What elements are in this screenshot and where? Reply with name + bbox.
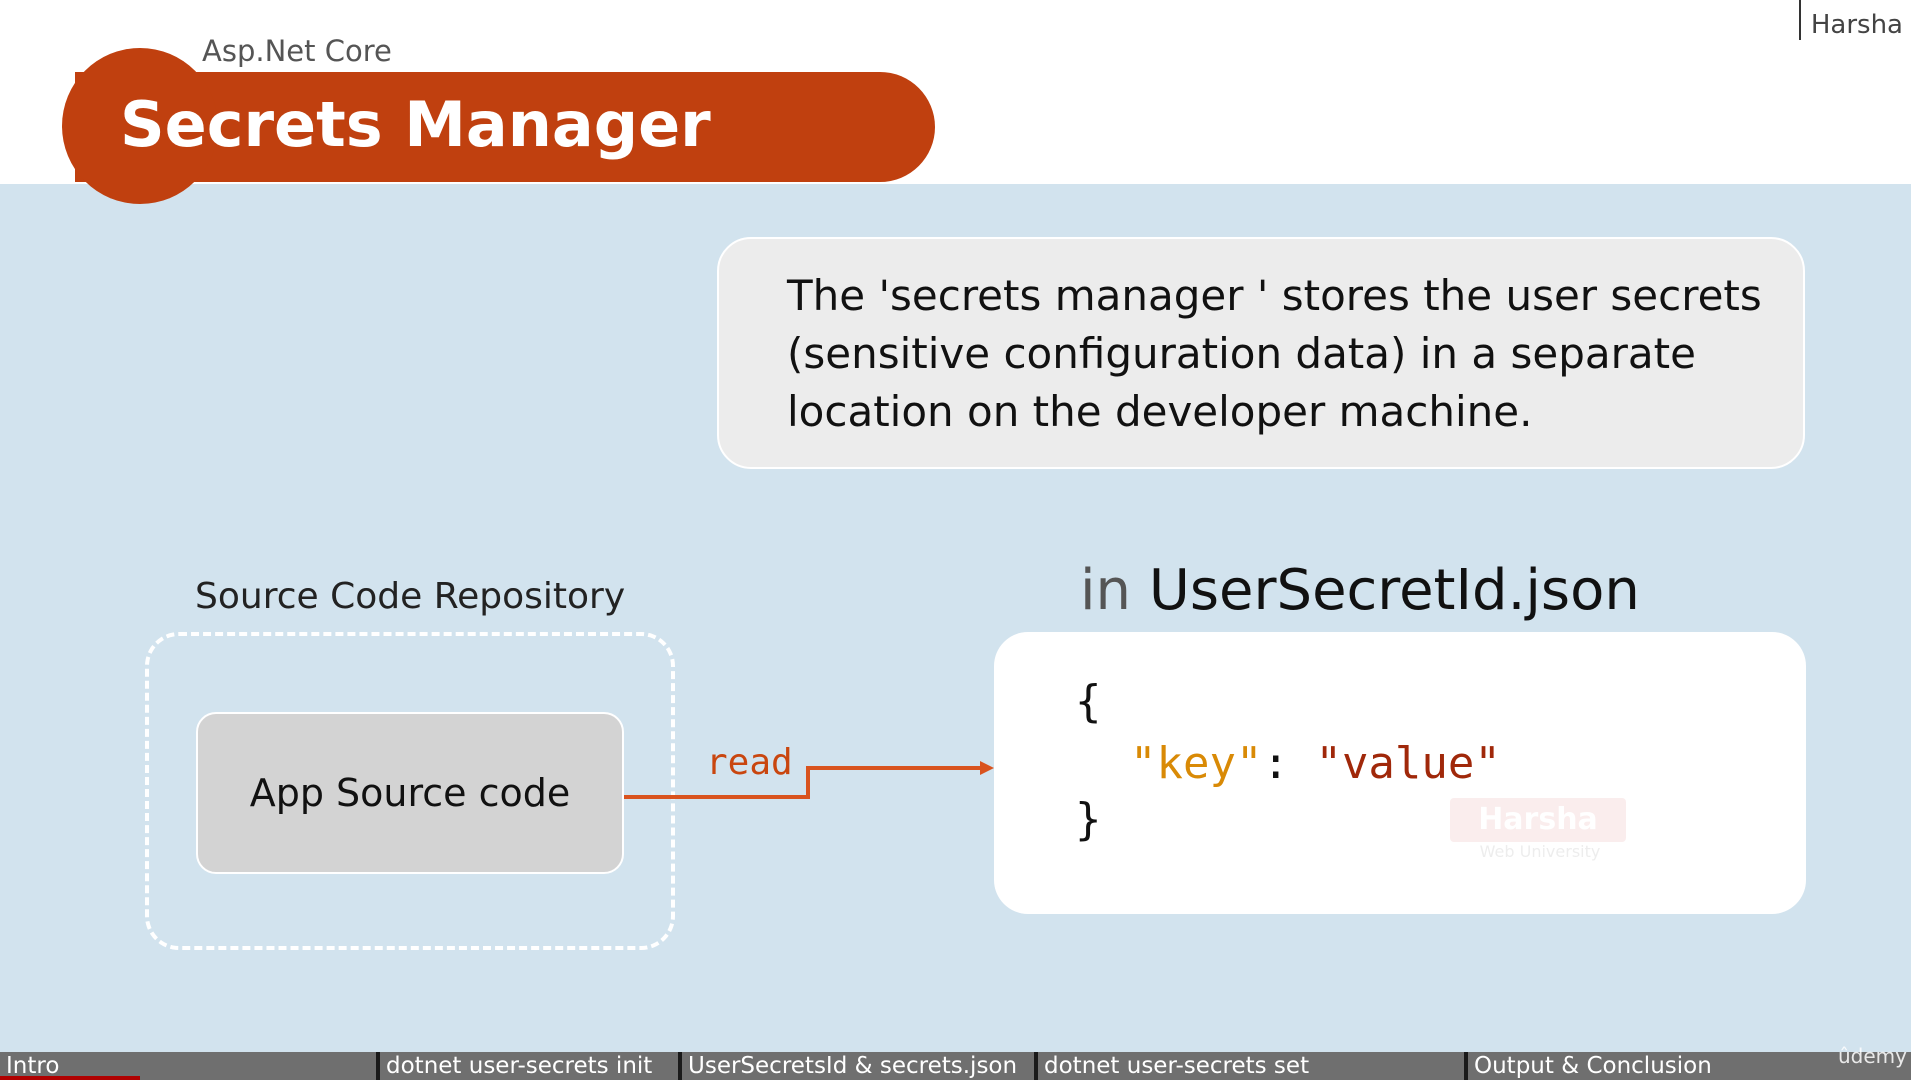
json-file-title: in UserSecretId.json xyxy=(1080,558,1640,623)
code-close-brace: } xyxy=(1075,794,1102,845)
title-banner xyxy=(75,72,935,182)
json-file-prefix: in xyxy=(1080,558,1132,623)
code-key-value-line: "key": "value" xyxy=(1130,738,1501,789)
note-text: The 'secrets manager ' stores the user s… xyxy=(787,271,1762,436)
video-progress[interactable] xyxy=(0,1076,140,1080)
slide-subtitle: Asp.Net Core xyxy=(202,34,392,68)
slide-title: Secrets Manager xyxy=(120,88,711,161)
code-open-brace: { xyxy=(1075,676,1102,727)
chapter-init[interactable]: dotnet user-secrets init xyxy=(376,1052,678,1080)
note-card: The 'secrets manager ' stores the user s… xyxy=(717,237,1805,469)
read-arrow-line xyxy=(624,766,982,799)
code-key: "key" xyxy=(1130,738,1263,789)
read-arrow-head xyxy=(980,761,994,775)
chapter-secrets-json[interactable]: UserSecretsId & secrets.json xyxy=(678,1052,1034,1080)
read-label: read xyxy=(706,742,793,783)
chapter-set[interactable]: dotnet user-secrets set xyxy=(1034,1052,1464,1080)
title-banner-circle xyxy=(62,48,218,204)
json-code-card xyxy=(994,632,1806,914)
json-filename: UserSecretId.json xyxy=(1148,558,1640,623)
chapter-intro[interactable]: Intro xyxy=(6,1053,60,1079)
watermark-sub: Web University xyxy=(1479,842,1601,861)
watermark-logo: Harsha xyxy=(1450,798,1626,842)
app-source-card: App Source code xyxy=(196,712,624,874)
author-label: Harsha xyxy=(1798,0,1911,40)
code-value: "value" xyxy=(1315,738,1501,789)
app-source-label: App Source code xyxy=(249,771,571,815)
code-colon: : xyxy=(1262,738,1289,789)
chapter-bar: Intro dotnet user-secrets init UserSecre… xyxy=(0,1052,1911,1080)
chapter-output[interactable]: Output & Conclusion xyxy=(1464,1052,1834,1080)
udemy-brand: ûdemy xyxy=(1838,1044,1907,1068)
harsha-watermark: Harsha Web University xyxy=(1450,798,1630,868)
repo-label: Source Code Repository xyxy=(195,576,626,617)
